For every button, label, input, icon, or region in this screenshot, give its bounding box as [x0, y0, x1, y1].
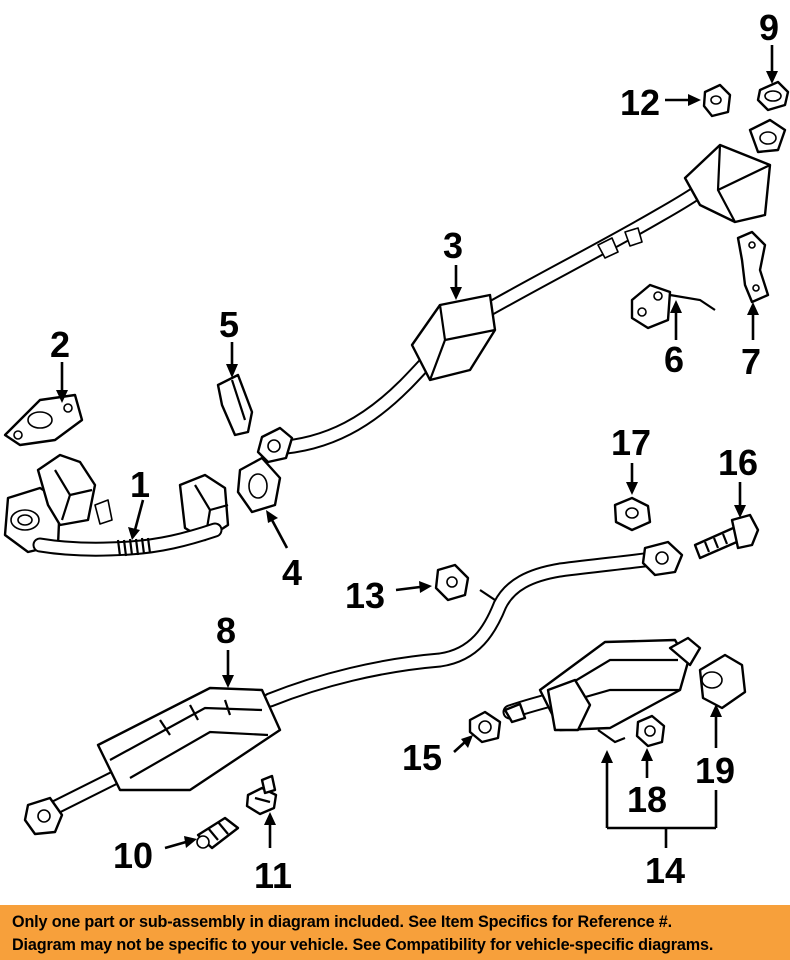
- callout-15: 15: [402, 737, 442, 778]
- center-pipe-assembly: [23, 540, 684, 836]
- callout-17: 17: [611, 422, 651, 463]
- callout-16: 16: [718, 442, 758, 483]
- callout-4: 4: [282, 552, 302, 593]
- manifold-gasket: [3, 393, 84, 447]
- bracket-6: [630, 283, 716, 330]
- gasket-ring-9: [756, 80, 790, 112]
- callout-labels: 1 2 3 4 5 6 7 8 9 10 11 12 13 14 15 16 1…: [50, 7, 779, 896]
- bracket-7: [736, 230, 770, 304]
- callout-11: 11: [254, 855, 292, 896]
- nut-17: [613, 496, 652, 532]
- insulator-13: [434, 563, 470, 602]
- tail-pipe-tip: [698, 653, 747, 710]
- callout-1: 1: [130, 464, 150, 505]
- callout-8: 8: [216, 610, 236, 651]
- gasket-15: [468, 710, 502, 744]
- bolt-16: [693, 513, 760, 560]
- notice-line-1: Only one part or sub-assembly in diagram…: [12, 913, 672, 931]
- callout-6: 6: [664, 339, 684, 380]
- exhaust-system-diagram: 1 2 3 4 5 6 7 8 9 10 11 12 13 14 15 16 1…: [3, 7, 790, 896]
- callout-13: 13: [345, 575, 385, 616]
- callout-12: 12: [620, 82, 660, 123]
- insulator-12: [702, 83, 732, 118]
- callout-18: 18: [627, 779, 667, 820]
- heat-shield: [216, 373, 254, 437]
- callout-5: 5: [219, 304, 239, 345]
- stud-11: [245, 774, 278, 816]
- callout-leaders: [56, 45, 778, 850]
- callout-10: 10: [113, 835, 153, 876]
- callout-19: 19: [695, 750, 735, 791]
- hanger-10: [196, 816, 240, 850]
- callout-14: 14: [645, 850, 685, 891]
- insulator-18: [635, 714, 666, 748]
- front-pipe-assembly: [256, 118, 787, 464]
- callout-2: 2: [50, 324, 70, 365]
- flange-gasket: [236, 456, 282, 514]
- callout-9: 9: [759, 7, 779, 48]
- callout-3: 3: [443, 225, 463, 266]
- muffler-assembly: [502, 636, 702, 744]
- notice-line-2: Diagram may not be specific to your vehi…: [12, 936, 714, 954]
- callout-7: 7: [741, 341, 761, 382]
- exhaust-manifold: [3, 453, 230, 557]
- notice-banner: Only one part or sub-assembly in diagram…: [0, 905, 790, 960]
